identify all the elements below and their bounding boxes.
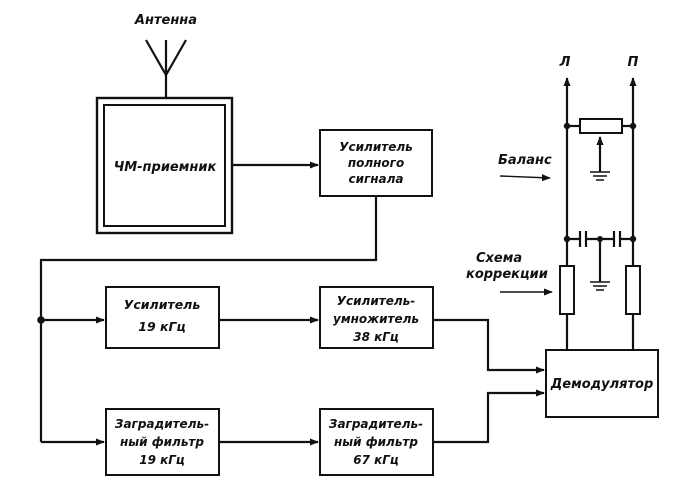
- demodulator-block: Демодулятор: [545, 349, 659, 418]
- notch-19-line3: 19 кГц: [139, 453, 185, 467]
- correction-label-line1: Схема: [476, 251, 522, 266]
- amp-mult-38-line2: умножитель: [333, 312, 419, 326]
- amplifier-multiplier-38-block: Усилитель- умножитель 38 кГц: [319, 286, 434, 349]
- amp-19-line2: 19 кГц: [138, 319, 185, 334]
- amp-19-line1: Усилитель: [124, 297, 201, 312]
- output-left-label: Л: [559, 55, 571, 70]
- notch-19-line2: ный фильтр: [120, 435, 204, 449]
- balance-pointer: [499, 174, 551, 182]
- demodulator-label: Демодулятор: [550, 377, 654, 392]
- correction-resistors: [559, 265, 641, 315]
- notch-67-line1: Заградитель-: [329, 417, 423, 431]
- notch-67-line2: ный фильтр: [334, 435, 418, 449]
- output-right-label: П: [628, 55, 639, 70]
- connector-notch67-to-demod: [433, 389, 545, 444]
- full-signal-amp-line2: полного: [348, 156, 404, 170]
- fm-receiver-label: ЧМ-приемник: [114, 160, 218, 175]
- balance-potentiometer: [563, 118, 637, 181]
- connector-mult38-to-demod: [433, 318, 545, 374]
- connector-amp-to-bus: [39, 196, 378, 442]
- full-signal-amplifier-block: Усилитель полного сигнала: [319, 129, 433, 197]
- amp-mult-38-line1: Усилитель-: [337, 294, 415, 308]
- fm-receiver-block: ЧМ-приемник: [95, 96, 234, 235]
- notch-67-line3: 67 кГц: [353, 453, 399, 467]
- notch-filter-19-block: Заградитель- ный фильтр 19 кГц: [105, 408, 220, 476]
- balance-label: Баланс: [498, 153, 552, 168]
- correction-capacitors: [563, 231, 637, 291]
- antenna-label: Антенна: [134, 13, 197, 28]
- amp-mult-38-line3: 38 кГц: [353, 330, 399, 344]
- full-signal-amp-line3: сигнала: [348, 172, 403, 186]
- antenna-group: Антенна: [134, 13, 197, 98]
- notch-filter-67-block: Заградитель- ный фильтр 67 кГц: [319, 408, 434, 476]
- notch-19-line1: Заградитель-: [115, 417, 209, 431]
- antenna-icon: [145, 39, 187, 98]
- correction-label-line2: коррекции: [466, 267, 548, 282]
- amplifier-19-block: Усилитель 19 кГц: [105, 286, 220, 349]
- full-signal-amp-line1: Усилитель: [339, 140, 412, 154]
